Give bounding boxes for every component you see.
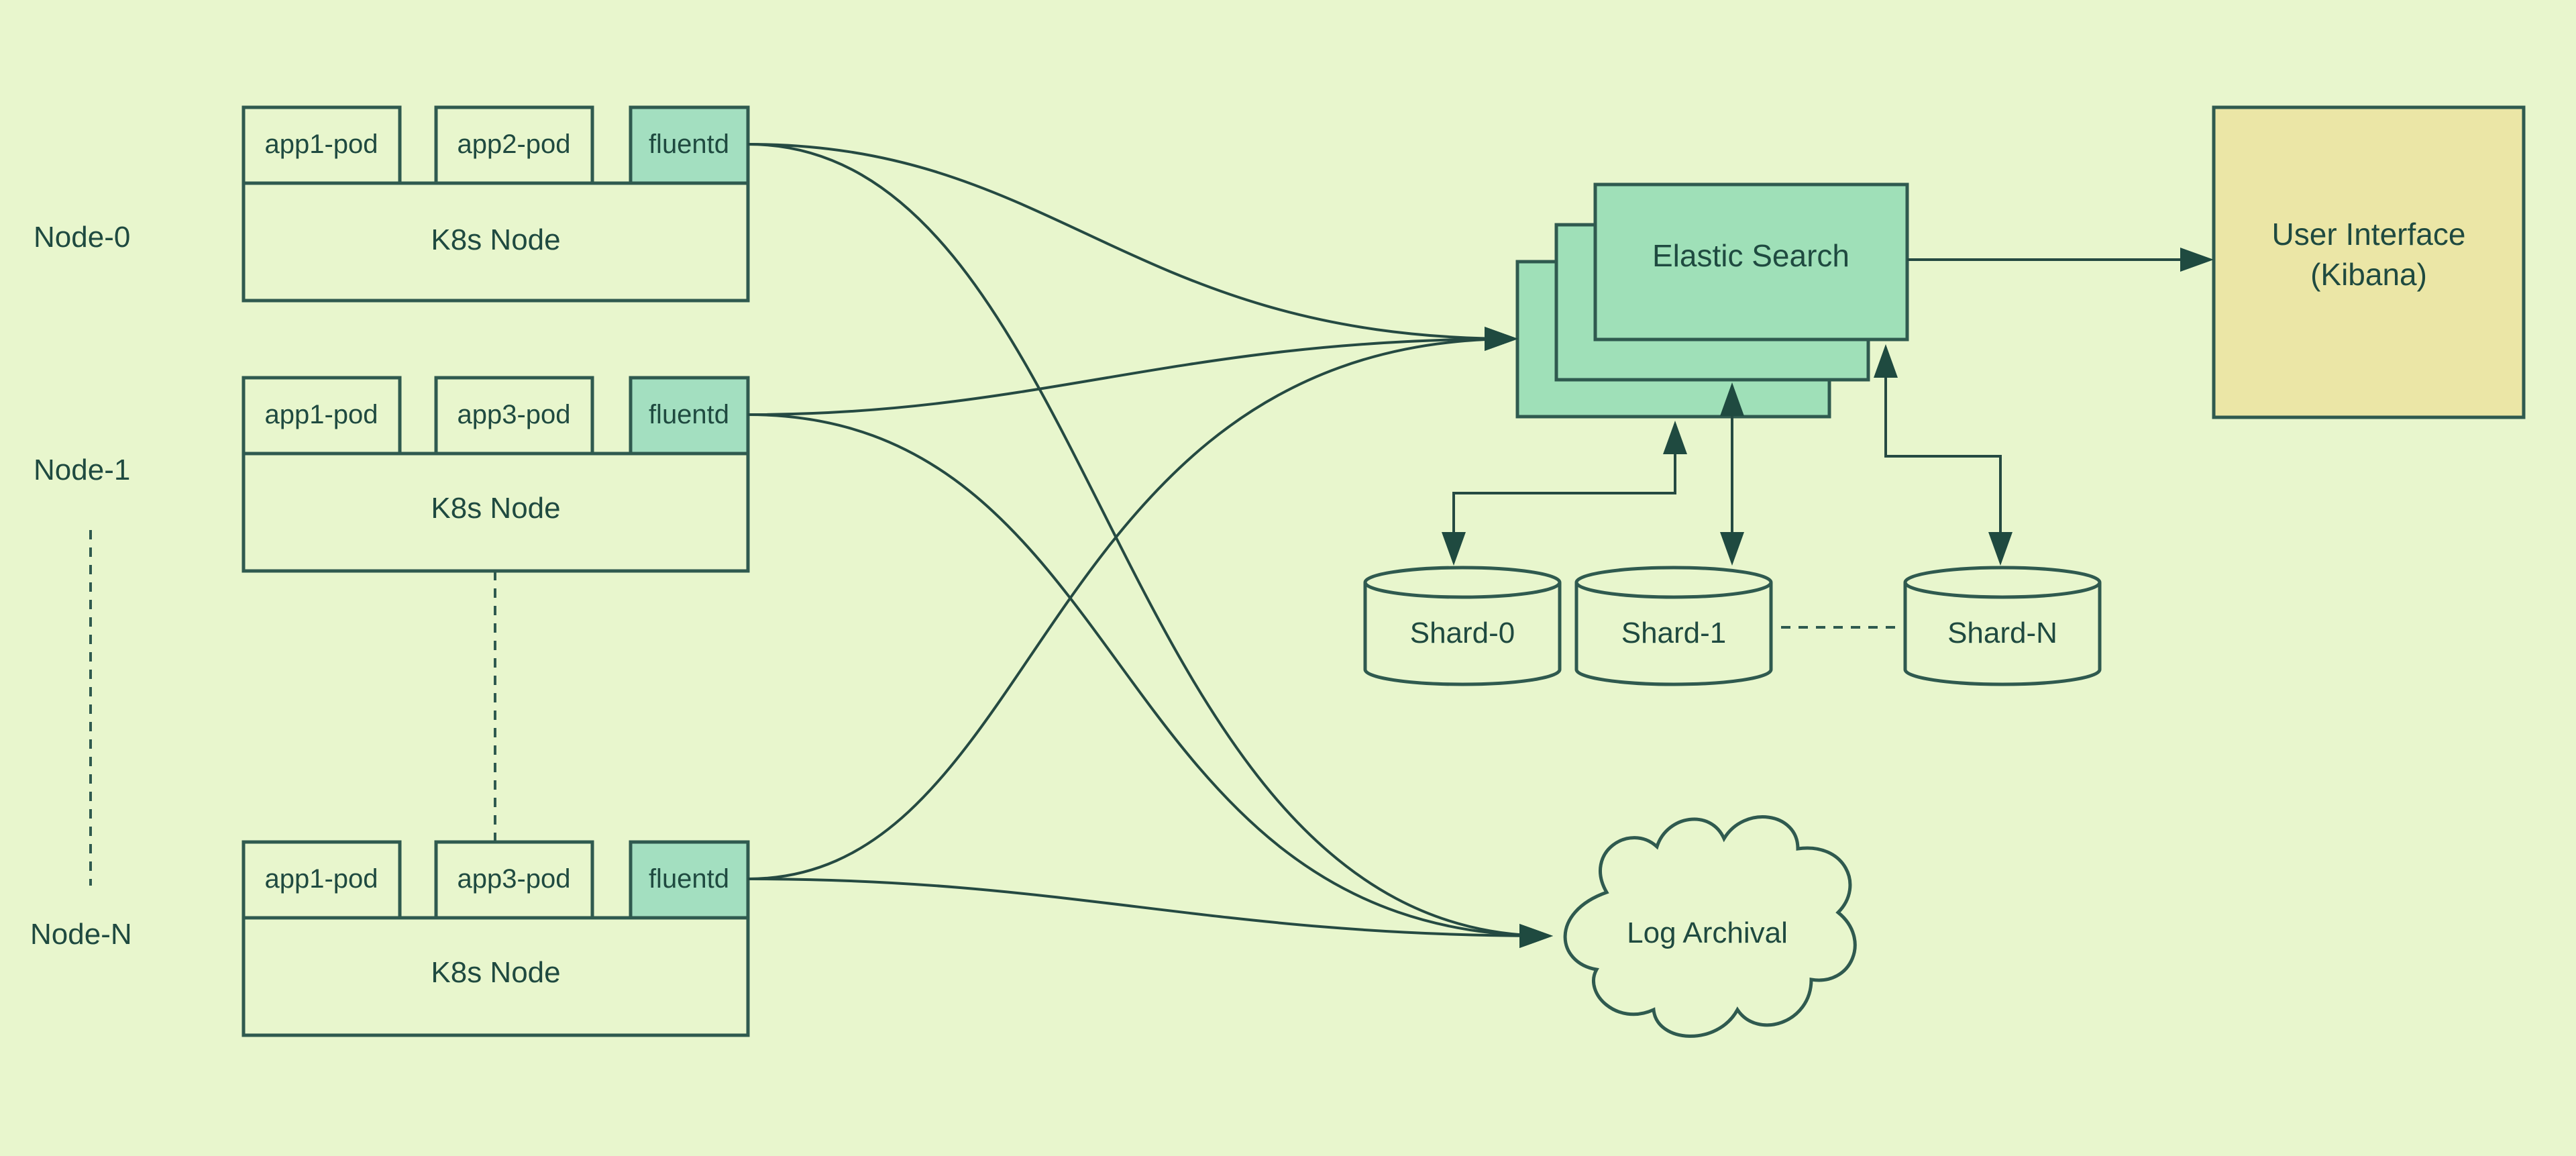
node-n-fluentd-label: fluentd <box>649 864 729 894</box>
flow-node-0-to-es <box>747 143 1518 351</box>
flow-node-n-to-es <box>747 327 1518 880</box>
shard-n-cylinder-top <box>1903 566 2102 599</box>
kibana-ui: User Interface (Kibana) <box>2212 105 2526 419</box>
shard-1: Shard-1 <box>1574 566 1773 686</box>
node-n-app3-pod-box <box>434 840 594 920</box>
node-1-label: Node-1 <box>34 454 130 486</box>
node-0-k8s-node-box <box>241 181 750 303</box>
es-shard-0-connector <box>1442 421 1687 566</box>
node-n: Node-N app1-pod app3-pod fluentd K8s Nod… <box>30 840 750 1037</box>
es-shard-n-connector <box>1874 344 2012 566</box>
node-0-app2-pod-label: app2-pod <box>457 129 570 159</box>
shard-n-label: Shard-N <box>1947 617 2057 649</box>
node-n-label: Node-N <box>30 918 132 951</box>
node-n-app3-pod-label: app3-pod <box>457 864 570 894</box>
node-1-app3-pod-label: app3-pod <box>457 400 570 429</box>
node-1-fluentd-label: fluentd <box>649 400 729 429</box>
shard-0-label: Shard-0 <box>1410 617 1515 649</box>
elastic-search-cluster: Elastic Search <box>1515 182 1909 419</box>
shard-n: Shard-N <box>1903 566 2102 686</box>
kibana-label-line2: (Kibana) <box>2310 257 2427 292</box>
elastic-search-label: Elastic Search <box>1652 238 1849 273</box>
node-0-k8s-node-label: K8s Node <box>431 223 560 256</box>
log-archival-label: Log Archival <box>1627 916 1788 949</box>
node-0-label: Node-0 <box>34 221 130 254</box>
shard-0: Shard-0 <box>1363 566 1562 686</box>
flow-node-n-to-archive <box>747 878 1553 948</box>
shard-1-cylinder-top <box>1574 566 1773 599</box>
shard-1-label: Shard-1 <box>1621 617 1727 649</box>
node-1-app1-pod-label: app1-pod <box>264 400 378 429</box>
node-1-k8s-node-label: K8s Node <box>431 492 560 525</box>
node-0: Node-0 app1-pod app2-pod fluentd K8s Nod… <box>34 105 750 303</box>
shard-0-cylinder <box>1363 582 1562 686</box>
node-1-app3-pod-box <box>434 376 594 456</box>
flow-node-1-to-es <box>747 327 1518 416</box>
cloud-icon <box>1563 815 1857 1038</box>
shard-n-cylinder <box>1903 582 2102 686</box>
elastic-search-front-box <box>1593 182 1909 341</box>
node-1-k8s-node-box <box>241 452 750 573</box>
node-1: Node-1 app1-pod app3-pod fluentd K8s Nod… <box>34 376 750 573</box>
node-n-k8s-node-box <box>241 916 750 1037</box>
node-0-app1-pod-label: app1-pod <box>264 129 378 159</box>
flow-node-1-to-archive <box>747 413 1553 948</box>
kibana-box <box>2212 105 2526 419</box>
log-archival: Log Archival <box>1563 815 1857 1038</box>
node-n-app1-pod-label: app1-pod <box>264 864 378 894</box>
flow-node-0-to-archive <box>747 143 1553 948</box>
node-n-k8s-node-label: K8s Node <box>431 956 560 989</box>
kibana-label-line1: User Interface <box>2272 217 2466 252</box>
shard-0-cylinder-top <box>1363 566 1562 599</box>
log-flows <box>747 143 1553 948</box>
node-0-app1-pod-box <box>241 105 402 185</box>
node-0-app2-pod-box <box>434 105 594 185</box>
node-0-fluentd-label: fluentd <box>649 129 729 159</box>
shard-1-cylinder <box>1574 582 1773 686</box>
